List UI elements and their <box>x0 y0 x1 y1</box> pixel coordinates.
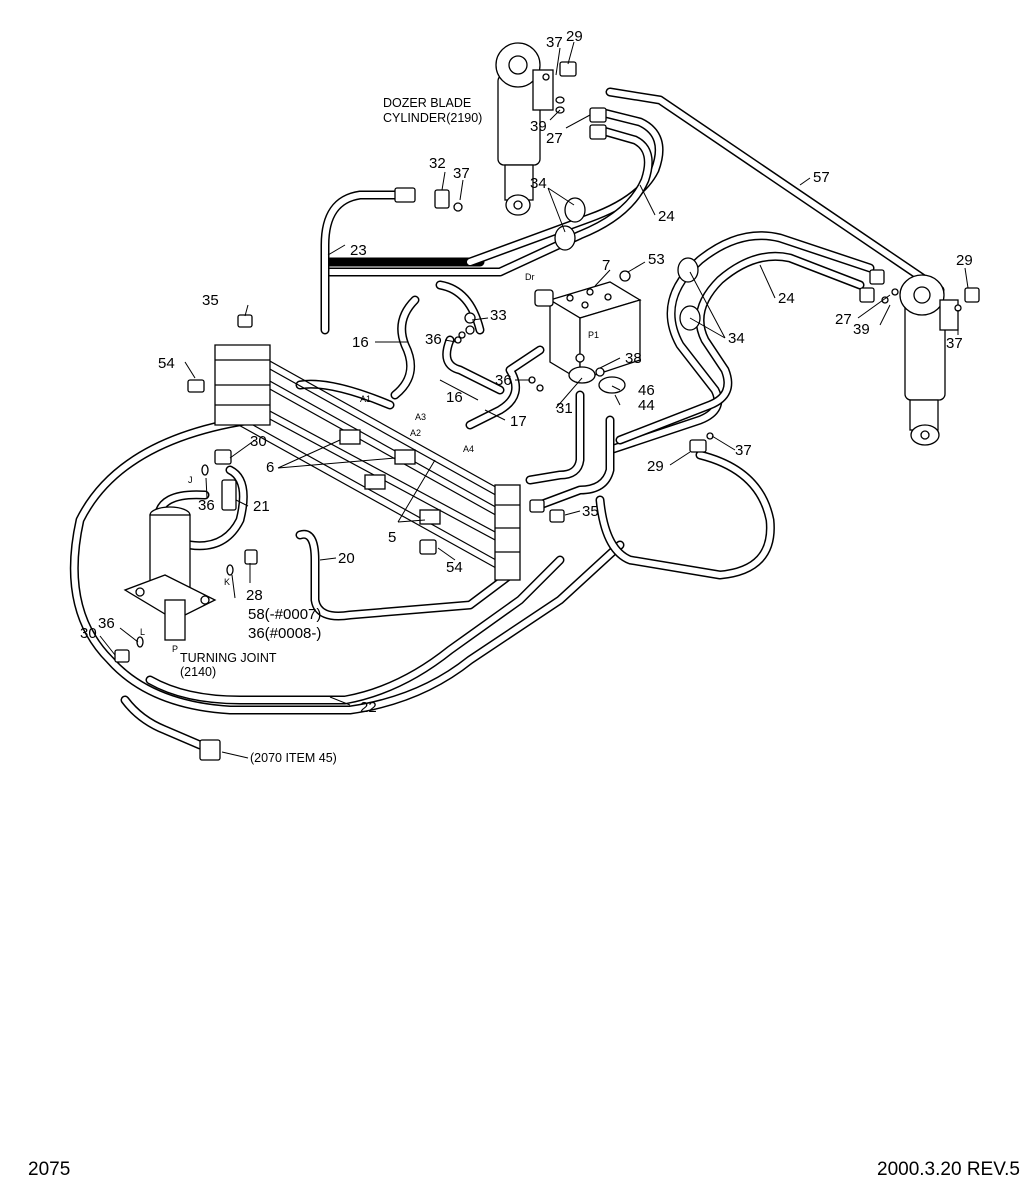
callout-37: 37 <box>546 34 563 51</box>
port-a2: A2 <box>410 428 421 438</box>
callout-21: 21 <box>253 498 270 515</box>
callout-35: 35 <box>202 292 219 309</box>
callout-36: 36 <box>425 331 442 348</box>
port-a3: A3 <box>415 412 426 422</box>
port-a4: A4 <box>463 444 474 454</box>
dozer-blade-label: DOZER BLADE <box>383 96 471 110</box>
callout-36: 36 <box>98 615 115 632</box>
callout-57: 57 <box>813 169 830 186</box>
callout-33: 33 <box>490 307 507 324</box>
note-36-label: 36(#0008-) <box>248 625 321 642</box>
port-p1: P1 <box>588 330 599 340</box>
callout-39: 39 <box>530 118 547 135</box>
callout-17: 17 <box>510 413 527 430</box>
callout-16: 16 <box>446 389 463 406</box>
turning-joint-ref-label: (2140) <box>180 665 216 679</box>
note-58-label: 58(-#0007) <box>248 606 321 623</box>
callout-numbers: 37 29 39 27 32 37 34 24 57 23 7 53 29 24… <box>80 28 973 716</box>
callout-36: 36 <box>495 372 512 389</box>
callout-39: 39 <box>853 321 870 338</box>
callout-54: 54 <box>446 559 463 576</box>
leader-lines <box>99 41 969 759</box>
callout-27: 27 <box>835 311 852 328</box>
callout-30: 30 <box>80 625 97 642</box>
callout-53: 53 <box>648 251 665 268</box>
callout-38: 38 <box>625 350 642 367</box>
dozer-blade-cylinder-right <box>899 274 959 446</box>
callout-30: 30 <box>250 433 267 450</box>
callout-32: 32 <box>429 155 446 172</box>
callout-35: 35 <box>582 503 599 520</box>
port-l: L <box>140 627 145 637</box>
callout-37: 37 <box>453 165 470 182</box>
page-number: 2075 <box>28 1159 70 1180</box>
steel-tube-bundle <box>214 344 521 581</box>
callout-34: 34 <box>728 330 745 347</box>
callout-44: 44 <box>638 397 655 414</box>
callout-16: 16 <box>352 334 369 351</box>
fittings <box>114 61 980 761</box>
callout-28: 28 <box>246 587 263 604</box>
port-k: K <box>224 577 230 587</box>
callout-29: 29 <box>566 28 583 45</box>
cylinder-ref-label: CYLINDER(2190) <box>383 111 482 125</box>
callout-6: 6 <box>266 459 274 476</box>
control-valve-block <box>534 281 642 382</box>
callout-31: 31 <box>556 400 573 417</box>
callout-7: 7 <box>602 257 610 274</box>
callout-37: 37 <box>946 335 963 352</box>
callout-24: 24 <box>658 208 675 225</box>
item-ref-label: (2070 ITEM 45) <box>250 751 337 765</box>
callout-34: 34 <box>530 175 547 192</box>
port-a1: A1 <box>360 394 371 404</box>
callout-29: 29 <box>956 252 973 269</box>
callout-23: 23 <box>350 242 367 259</box>
revision-label: 2000.3.20 REV.5 <box>877 1159 1020 1180</box>
hose-group <box>69 87 945 750</box>
callout-24: 24 <box>778 290 795 307</box>
turning-joint-label: TURNING JOINT <box>180 651 277 665</box>
callout-22: 22 <box>360 699 377 716</box>
callout-5: 5 <box>388 529 396 546</box>
dozer-blade-cylinder-upper <box>495 42 554 216</box>
port-dr: Dr <box>525 272 535 282</box>
callout-20: 20 <box>338 550 355 567</box>
text-labels: DOZER BLADE CYLINDER(2190) TURNING JOINT… <box>140 96 599 765</box>
port-j: J <box>188 475 193 485</box>
callout-54: 54 <box>158 355 175 372</box>
turning-joint <box>123 506 217 641</box>
callout-37: 37 <box>735 442 752 459</box>
callout-27: 27 <box>546 130 563 147</box>
callout-29: 29 <box>647 458 664 475</box>
callout-36: 36 <box>198 497 215 514</box>
port-p: P <box>172 644 178 654</box>
callout-46: 46 <box>638 382 655 399</box>
